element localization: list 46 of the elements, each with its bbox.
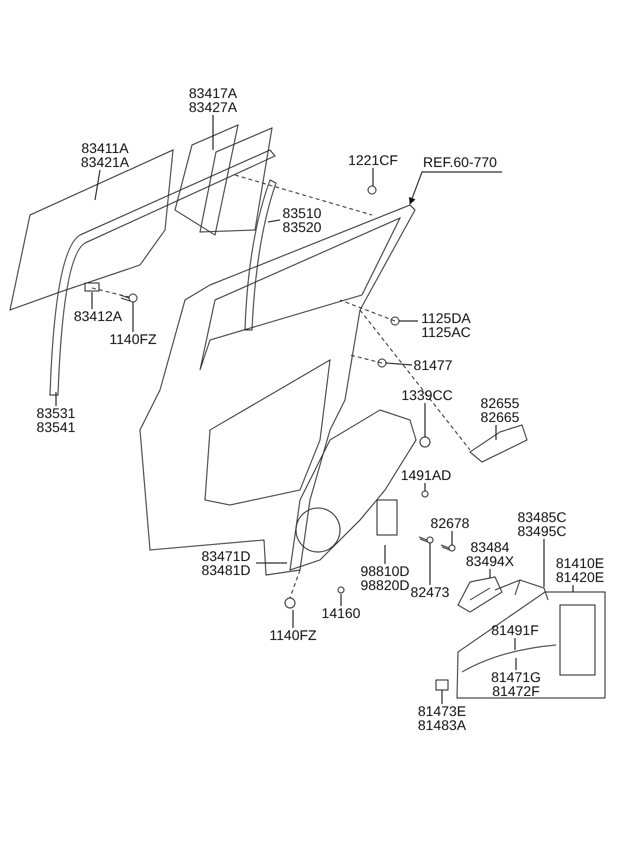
- leader-line: [424, 482, 426, 492]
- bolt-drawing: [120, 294, 138, 302]
- callout-number: 81471G 81472F: [491, 670, 541, 698]
- callout-number: 83485C 83495C: [517, 510, 567, 538]
- callout-number: 83484 83494X: [466, 540, 514, 568]
- leader-line: [384, 544, 386, 564]
- callout-number: 81491F: [491, 623, 539, 637]
- leader-line: [386, 362, 412, 366]
- callout-number: 81410E 81420E: [556, 556, 604, 584]
- bolt-drawing: [440, 544, 456, 552]
- callout-number: 83412A: [74, 309, 122, 323]
- bolt-drawing: [418, 536, 434, 544]
- leader-line: [398, 320, 418, 322]
- callout-number: 82678: [430, 516, 470, 530]
- callout-number: 1491AD: [400, 468, 452, 482]
- callout-number: 83417A 83427A: [188, 86, 238, 114]
- callout-number: 82655 82665: [480, 396, 520, 424]
- callout-number: 83471D 83481D: [201, 549, 251, 577]
- leader-line: [212, 114, 214, 150]
- callout-number: 81473E 81483A: [418, 704, 466, 732]
- callout-number: 83531 83541: [36, 406, 76, 434]
- callout-number: 1339CC: [401, 388, 453, 402]
- leader-line: [514, 638, 516, 650]
- callout-number: 83510 83520: [282, 206, 322, 234]
- callout-number: 1140FZ: [109, 332, 157, 346]
- leader-line: [268, 220, 280, 222]
- leader-line: [256, 562, 288, 564]
- callout-number: 81477: [414, 358, 452, 372]
- leader-line: [340, 594, 342, 606]
- rod-drawing: [494, 579, 548, 600]
- callout-number: 83411A 83421A: [80, 141, 130, 169]
- leader-line: [292, 610, 294, 628]
- callout-number: 1140FZ: [269, 628, 317, 642]
- callout-number: 82473: [410, 585, 450, 599]
- bracket-drawing: [458, 576, 503, 612]
- callout-number: 98810D 98820D: [360, 564, 410, 592]
- callout-number: 1125DA 1125AC: [421, 311, 471, 339]
- leader-line: [424, 402, 426, 438]
- callout-number: REF.60-770: [423, 155, 497, 169]
- callout-number: 1221CF: [348, 153, 398, 167]
- callout-number: 14160: [322, 606, 360, 620]
- leader-arrow: [408, 172, 502, 205]
- leader-line: [132, 302, 134, 332]
- leader-line: [572, 584, 574, 592]
- leader-line: [372, 168, 374, 186]
- leader-line: [94, 170, 100, 200]
